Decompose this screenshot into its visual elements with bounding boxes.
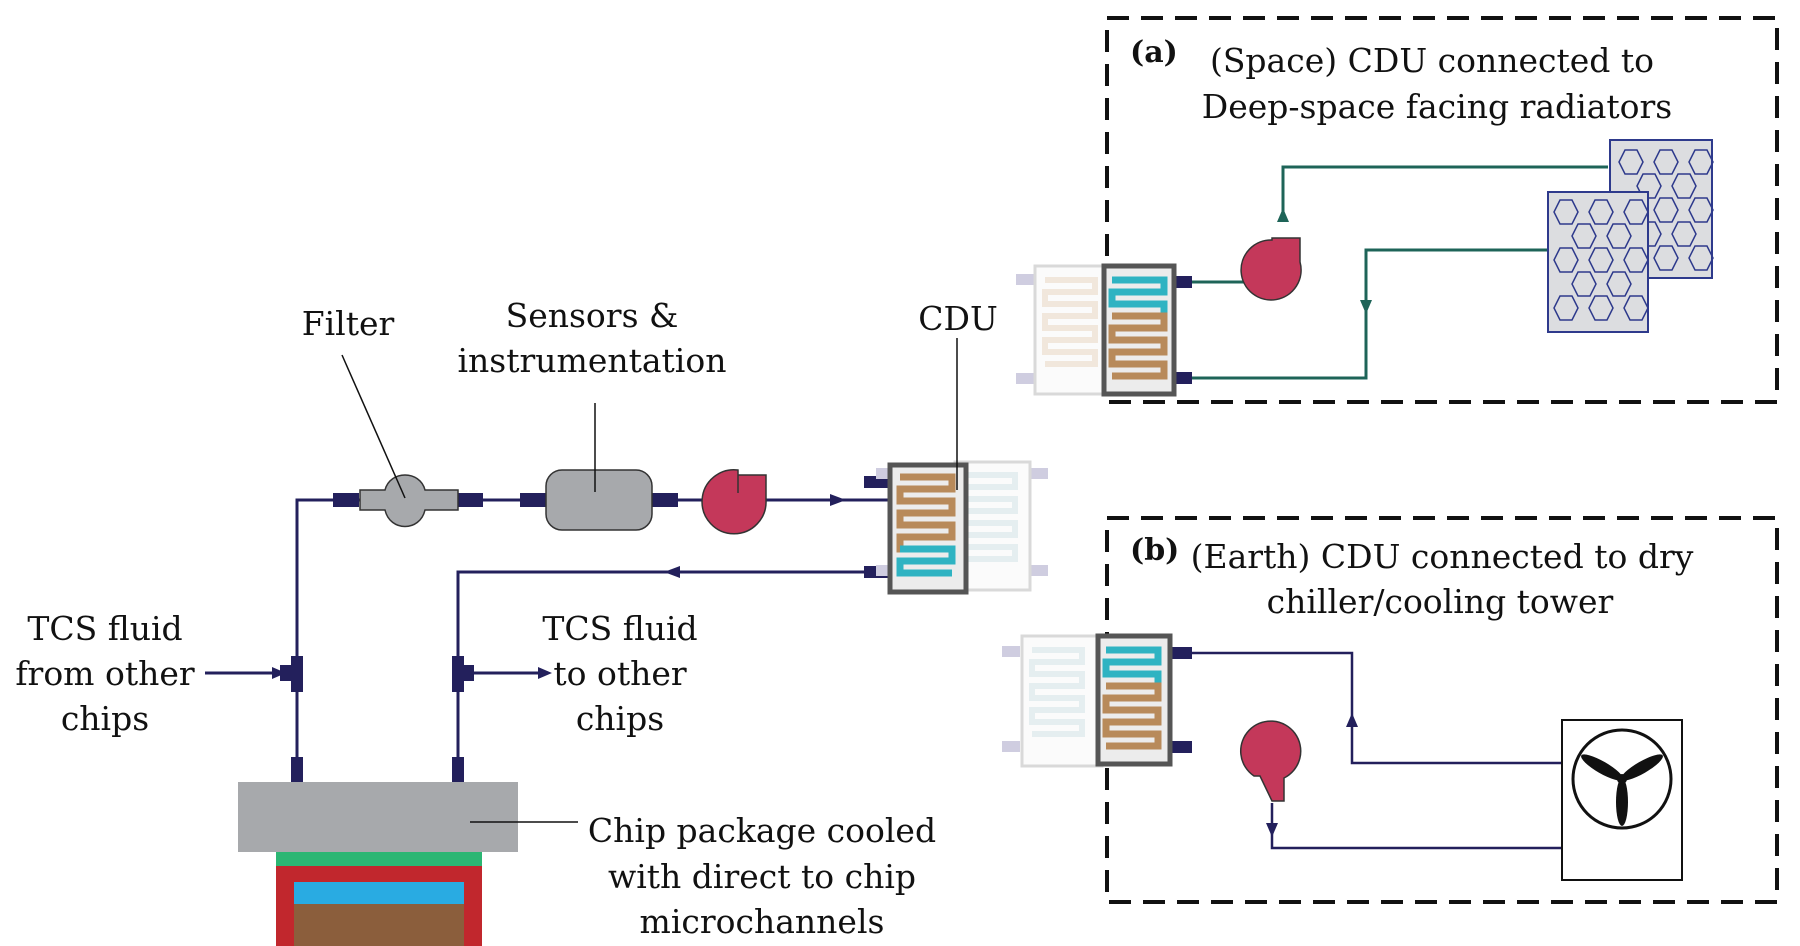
tcs-to-label-line3: chips: [576, 699, 664, 738]
chip-package: [238, 782, 518, 946]
space-loop-arrows: [1277, 208, 1372, 314]
earth-cdu-icon: [1002, 633, 1173, 768]
cooling-tower-fan-icon: [1561, 719, 1683, 881]
leader-lines: [341, 338, 958, 823]
filter-component: [359, 474, 459, 528]
chip-label-line1: Chip package cooled: [588, 811, 936, 850]
space-cdu-icon: [1016, 263, 1177, 397]
sensors-label-line2: instrumentation: [458, 341, 727, 380]
panel-a-title-line2: Deep-space facing radiators: [1202, 87, 1672, 126]
panel-b-tag: (b): [1130, 533, 1179, 568]
panel-b-title-line1: (Earth) CDU connected to dry: [1191, 537, 1694, 576]
earth-loop-arrows: [1266, 713, 1358, 837]
panel-a-title-line1: (Space) CDU connected to: [1210, 41, 1654, 80]
tcs-to-label-line2: to other: [553, 654, 687, 693]
sensors-instrumentation-unit: [545, 469, 653, 531]
tcs-from-label-line1: TCS fluid: [27, 609, 182, 648]
panel-b-title-line2: chiller/cooling tower: [1267, 582, 1614, 621]
tcs-from-label-line3: chips: [61, 699, 149, 738]
chip-label-line3: microchannels: [640, 902, 885, 941]
flow-arrows: [272, 494, 846, 679]
main-cdu-icon: [876, 460, 1048, 595]
panel-a-frame: [1105, 16, 1779, 404]
earth-pump-icon: [1240, 720, 1302, 802]
chip-label-line2: with direct to chip: [608, 857, 916, 896]
filter-label: Filter: [302, 304, 395, 343]
tcs-from-label-line2: from other: [15, 654, 195, 693]
panel-b: (b) (Earth) CDU connected to dry chiller…: [1002, 516, 1779, 904]
tcs-to-label-line1: TCS fluid: [542, 609, 697, 648]
pipe-connectors: [280, 476, 890, 783]
sensors-label-line1: Sensors &: [506, 296, 679, 335]
main-pump-icon: [701, 469, 767, 535]
panel-a-tag: (a): [1130, 35, 1178, 70]
radiator-panels-icon: [1547, 139, 1714, 333]
cdu-label: CDU: [918, 299, 998, 338]
panel-a: (a) (Space) CDU connected to Deep-space …: [1016, 16, 1779, 404]
earth-loop-pipes: [1190, 651, 1562, 850]
